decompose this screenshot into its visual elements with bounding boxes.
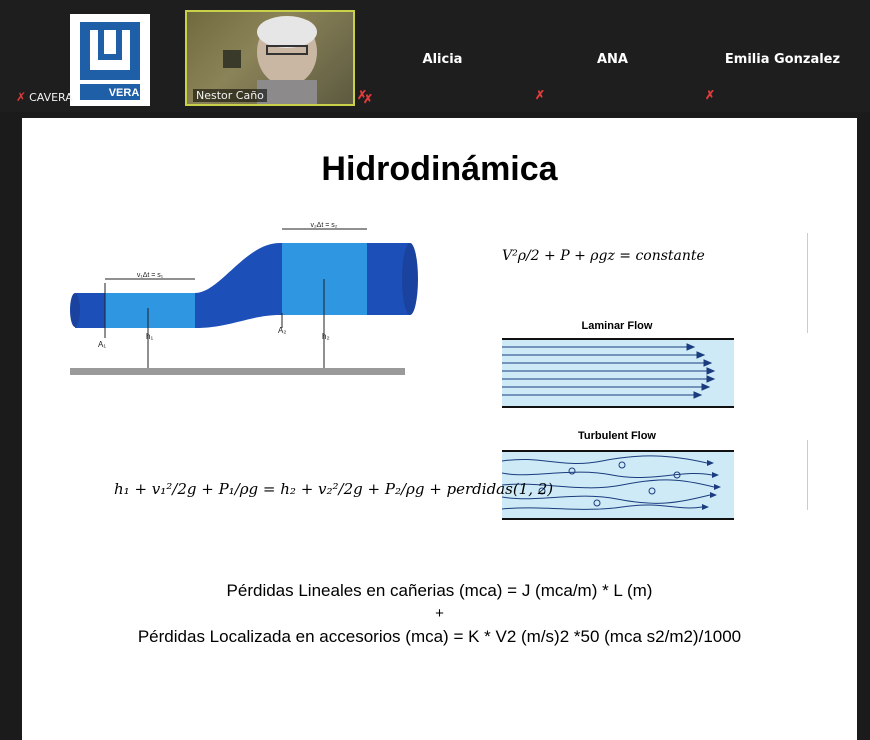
localized-losses-formula: Pérdidas Localizada en accesorios (mca) … [137,627,742,646]
participant-name: Emilia Gonzalez [724,52,841,67]
plus-sign: + [435,605,444,622]
diagram-label-top-dim: v₂Δt = s₂ [310,222,337,229]
participant-video-nestor[interactable]: Nestor Caño ✗ [185,10,367,106]
participant-tile-cavera[interactable]: VERA ✗ CAVERA [10,10,175,106]
participant-tile-ana[interactable]: ANA ✗ [530,10,715,106]
shared-slide: Hidrodinámica v₁Δt = s₁ v₂Δt = s₂ A₁ h₁ … [22,118,857,740]
diagram-label-h2: h₂ [322,332,330,341]
participant-name: ANA [596,52,628,67]
bernoulli-energy-equation: h₁ + v₁²/2g + P₁/ρg = h₂ + v₂²/2g + P₂/ρ… [114,480,554,498]
linear-losses-formula: Pérdidas Lineales en cañerias (mca) = J … [226,581,653,600]
slide-divider [807,233,808,333]
participant-name: Nestor Caño [196,89,264,102]
cavera-logo-text: VERA [109,87,140,99]
diagram-label-left-dim: v₁Δt = s₁ [137,272,164,279]
participant-tile-alicia[interactable]: Alicia ✗ [360,10,546,106]
mic-muted-icon: ✗ [705,88,716,102]
participant-name-label: Nestor Caño [193,89,267,102]
diagram-label-a2: A₂ [278,326,286,335]
diagram-label-a1: A₁ [98,340,106,349]
mic-muted-icon: ✗ [356,88,367,102]
cavera-logo: VERA [70,14,150,106]
slide-title: Hidrodinámica [321,150,558,188]
mic-muted-icon: ✗ [535,88,546,102]
turbulent-flow-diagram [502,450,734,520]
pipe-flow-diagram: v₁Δt = s₁ v₂Δt = s₂ A₁ h₁ A₂ h₂ [70,222,418,375]
participant-tile-emilia[interactable]: Emilia Gonzalez [700,10,865,106]
participant-name: CAVERA [29,90,73,104]
participant-name-label: ✗ CAVERA [16,90,73,104]
diagram-label-h1: h₁ [146,332,153,341]
laminar-flow-label: Laminar Flow [581,320,653,332]
participant-name: Alicia [422,52,463,67]
mic-muted-icon: ✗ [16,90,27,104]
slide-divider [807,440,808,510]
laminar-flow-diagram [502,338,734,408]
mic-muted-icon: ✗ [363,92,374,106]
bernoulli-constant-equation: V²ρ/2 + P + ρgz = constante [502,248,705,264]
participant-strip: VERA ✗ CAVERA Nestor Caño ✗ Alicia ✗ ANA… [0,0,870,112]
turbulent-flow-label: Turbulent Flow [577,430,656,442]
